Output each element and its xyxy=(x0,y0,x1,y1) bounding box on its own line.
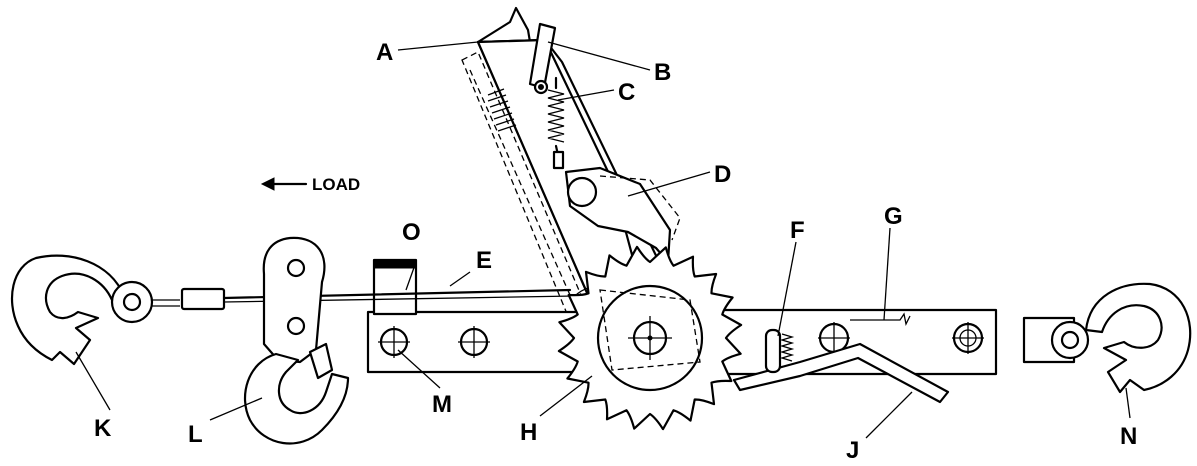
label-e: E xyxy=(476,247,492,274)
hook-n xyxy=(1084,282,1192,394)
label-a: A xyxy=(376,39,393,66)
label-o: O xyxy=(402,219,421,246)
spring xyxy=(547,76,565,170)
label-h: H xyxy=(520,419,537,446)
label-j: J xyxy=(846,437,859,461)
latch-lever xyxy=(528,22,557,95)
load-direction-arrow xyxy=(260,177,308,191)
label-m: M xyxy=(432,391,452,418)
release-lever xyxy=(732,342,950,404)
label-k: K xyxy=(94,415,112,442)
callout-lines xyxy=(75,41,1131,439)
label-c: C xyxy=(618,79,635,106)
hook-k xyxy=(10,254,154,366)
label-b: B xyxy=(654,59,671,86)
cable-guide xyxy=(372,258,418,316)
ratchet-wheel xyxy=(557,245,743,431)
label-n: N xyxy=(1120,423,1137,450)
hook-l xyxy=(243,236,350,445)
load-label: LOAD xyxy=(312,175,360,194)
label-f: F xyxy=(790,217,805,244)
label-d: D xyxy=(714,161,731,188)
label-g: G xyxy=(884,203,903,230)
label-l: L xyxy=(188,421,203,448)
frame xyxy=(366,308,1090,376)
release-spring xyxy=(764,328,795,374)
part-labels: A B C D E F G H J K L M N O xyxy=(94,39,1137,464)
